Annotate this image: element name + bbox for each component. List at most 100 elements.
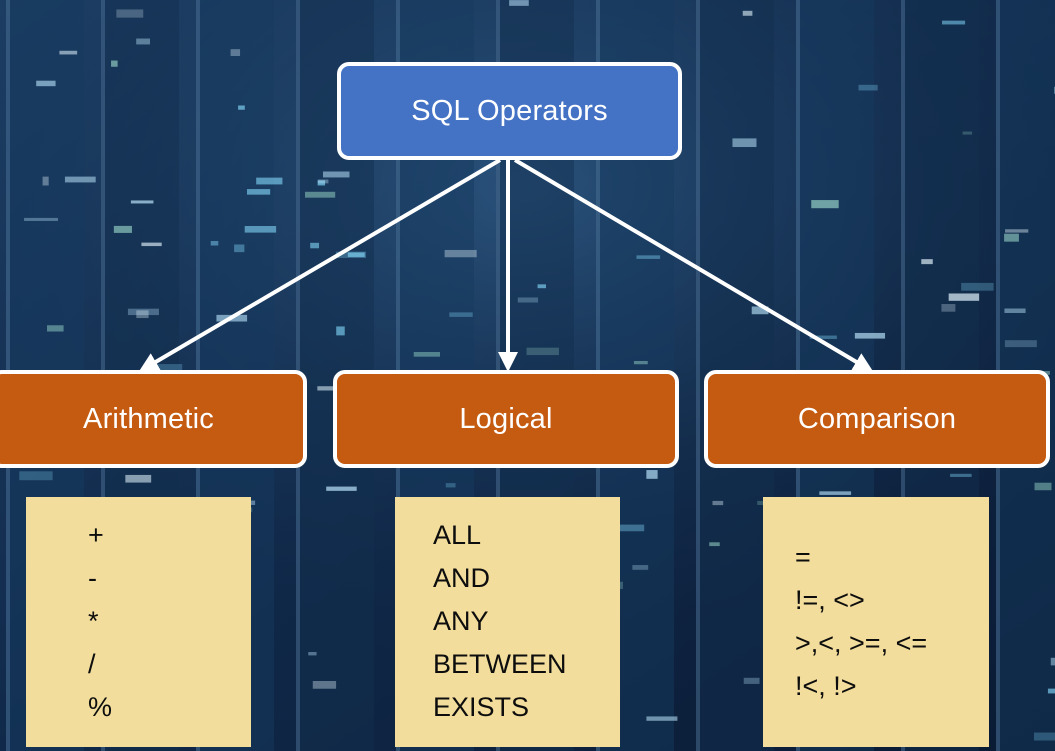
operator-item: + [88, 520, 104, 550]
server-light-decoration [449, 312, 473, 317]
server-light-decoration [64, 176, 96, 183]
operator-items-logical: ALL AND ANY BETWEEN EXISTS [433, 519, 620, 734]
operator-item: EXISTS [433, 692, 530, 722]
server-light-decoration [125, 474, 152, 483]
server-light-decoration [130, 200, 154, 204]
server-light-decoration [1004, 308, 1026, 313]
category-label-logical: Logical [459, 402, 553, 435]
server-light-decoration [19, 471, 53, 481]
operator-item: BETWEEN [433, 649, 567, 679]
operator-item: * [88, 606, 99, 636]
operator-item: % [88, 692, 113, 722]
server-light-decoration [1050, 657, 1055, 666]
server-light-decoration [149, 364, 183, 373]
server-light-decoration [238, 105, 245, 110]
server-light-decoration [210, 240, 219, 246]
root-node-sql-operators: SQL Operators [337, 62, 682, 160]
server-light-decoration [444, 249, 477, 258]
server-light-decoration [1034, 482, 1052, 491]
category-node-logical: Logical [333, 370, 679, 468]
server-light-decoration [611, 524, 645, 532]
server-light-decoration [742, 10, 753, 16]
server-light-decoration [1033, 732, 1055, 741]
arrow-to-arithmetic [138, 158, 502, 373]
arrow-to-comparison [513, 158, 874, 373]
server-light-decoration [921, 259, 933, 265]
operator-list-logical: ALL AND ANY BETWEEN EXISTS [395, 497, 620, 747]
server-light-decoration [941, 304, 956, 312]
server-light-decoration [24, 217, 59, 221]
server-light-decoration [517, 297, 539, 303]
server-light-decoration [962, 131, 973, 135]
server-light-decoration [322, 171, 350, 178]
operator-item: >,<, >=, <= [795, 628, 928, 658]
server-light-decoration [858, 84, 878, 91]
server-light-decoration [310, 242, 320, 249]
server-light-decoration [445, 483, 456, 488]
operator-item: !=, <> [795, 585, 865, 615]
operator-item: AND [433, 563, 491, 593]
server-light-decoration [136, 38, 150, 45]
server-light-decoration [335, 251, 367, 259]
server-light-decoration [42, 176, 49, 186]
server-light-decoration [308, 651, 317, 656]
server-light-decoration [317, 179, 329, 184]
server-light-decoration [809, 335, 837, 339]
server-light-decoration [317, 386, 340, 391]
server-light-decoration [636, 255, 661, 259]
operator-item: - [88, 563, 97, 593]
server-light-decoration [246, 189, 271, 195]
server-light-decoration [347, 252, 365, 257]
server-light-decoration [854, 332, 886, 339]
operator-item: / [88, 649, 96, 679]
server-light-decoration [317, 180, 326, 186]
operator-item: ALL [433, 520, 482, 550]
server-light-decoration [59, 50, 78, 55]
server-light-decoration [950, 473, 972, 477]
server-light-decoration [646, 716, 678, 721]
server-light-decoration [942, 20, 966, 25]
server-light-decoration [751, 306, 769, 315]
server-light-decoration [230, 49, 241, 56]
server-light-decoration [633, 360, 648, 365]
server-light-decoration [1047, 688, 1055, 694]
operator-list-arithmetic: + - * / % [26, 497, 251, 747]
server-light-decoration [709, 542, 720, 547]
server-light-decoration [36, 80, 56, 87]
server-light-decoration [1004, 340, 1037, 348]
operator-items-comparison: = !=, <> >,<, >=, <= !<, !> [795, 541, 989, 713]
operator-item: !<, !> [795, 671, 857, 701]
server-rack-edge-decoration [696, 0, 700, 751]
server-light-decoration [326, 486, 357, 491]
server-light-decoration [1004, 233, 1019, 242]
category-node-comparison: Comparison [704, 370, 1050, 468]
server-light-decoration [632, 565, 649, 570]
server-light-decoration [732, 138, 757, 148]
server-light-decoration [646, 470, 658, 479]
server-light-decoration [336, 326, 345, 336]
operator-list-comparison: = !=, <> >,<, >=, <= !<, !> [763, 497, 989, 747]
server-light-decoration [948, 293, 980, 301]
server-light-decoration [413, 352, 441, 357]
server-light-decoration [537, 284, 546, 289]
server-light-decoration [127, 308, 159, 316]
server-light-decoration [113, 225, 132, 233]
operator-item: ANY [433, 606, 489, 636]
server-light-decoration [509, 0, 529, 6]
server-light-decoration [819, 491, 852, 495]
server-light-decoration [116, 9, 144, 18]
server-light-decoration [305, 191, 336, 198]
server-light-decoration [961, 282, 994, 291]
operator-item: = [795, 542, 811, 572]
server-light-decoration [244, 226, 277, 233]
category-label-arithmetic: Arithmetic [83, 402, 214, 435]
server-light-decoration [312, 680, 337, 689]
server-light-decoration [141, 242, 162, 247]
server-light-decoration [1005, 229, 1029, 233]
category-label-comparison: Comparison [797, 402, 957, 435]
server-light-decoration [811, 200, 839, 209]
server-light-decoration [234, 244, 245, 253]
server-light-decoration [47, 325, 64, 332]
category-node-arithmetic: Arithmetic [0, 370, 307, 468]
